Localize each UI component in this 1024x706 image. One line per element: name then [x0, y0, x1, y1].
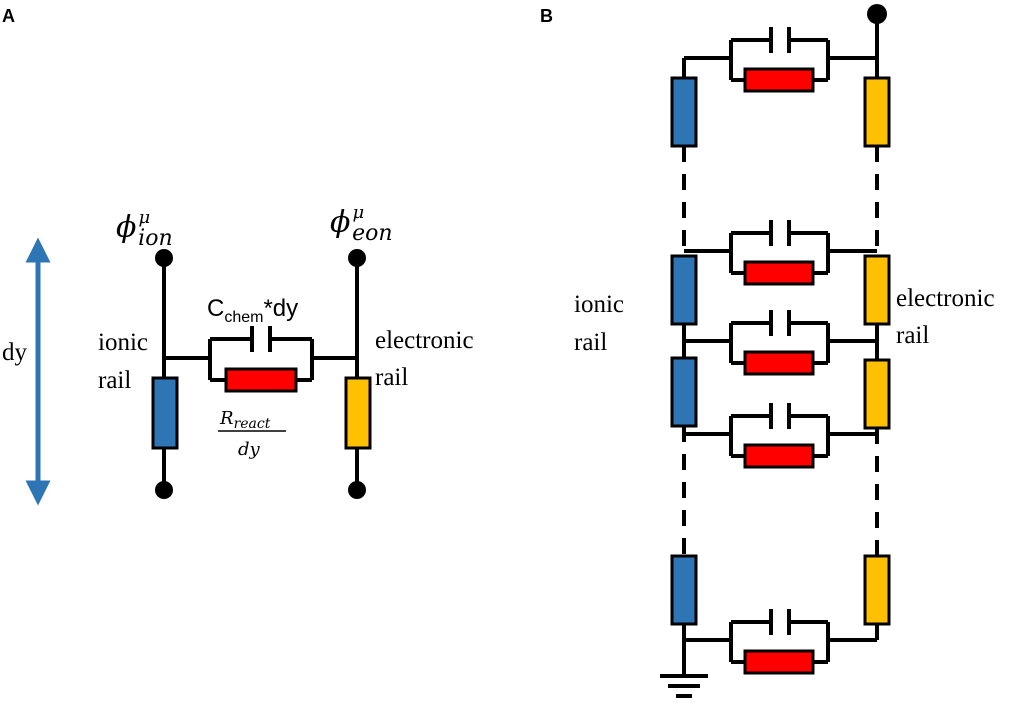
electronic-resistor [863, 358, 891, 430]
resistance-denominator: dy [238, 439, 261, 460]
reaction-resistor [743, 649, 815, 675]
electronic-resistor [863, 554, 891, 626]
ionic-rail-label: rail [98, 367, 131, 394]
rc-element [684, 403, 877, 469]
electronic-resistor [344, 376, 372, 450]
electronic-rail-label: rail [375, 364, 408, 391]
reaction-resistor [743, 67, 815, 93]
rc-element [684, 27, 877, 93]
rc-element [684, 310, 877, 376]
ionic-resistor [670, 254, 698, 326]
reaction-resistor [743, 443, 815, 469]
electronic-rail-label: electronic [375, 327, 474, 354]
electronic-resistor [863, 76, 891, 148]
reaction-resistor [743, 260, 815, 286]
capacitor-label: Cchem*dy [207, 295, 298, 326]
ionic-resistor [670, 356, 698, 428]
ionic-rail-label: ionic [98, 329, 148, 356]
reaction-resistor [743, 350, 815, 376]
ionic-rail-label: ionic [574, 291, 624, 318]
electronic-rail-label: electronic [896, 285, 995, 312]
ionic-resistor [151, 376, 179, 450]
panel-a-label: A [2, 6, 15, 26]
dy-label: dy [2, 339, 28, 366]
reaction-resistor [224, 367, 298, 393]
electronic-resistor [863, 254, 891, 326]
panel-b-label: B [540, 6, 553, 26]
electronic-rail-label: rail [896, 322, 929, 349]
ionic-rail-label: rail [574, 329, 607, 356]
rc-element [684, 609, 877, 675]
ionic-resistor [670, 76, 698, 148]
rc-element [684, 220, 877, 286]
ionic-resistor [670, 554, 698, 626]
resistance-numerator: Rreact [219, 408, 271, 432]
